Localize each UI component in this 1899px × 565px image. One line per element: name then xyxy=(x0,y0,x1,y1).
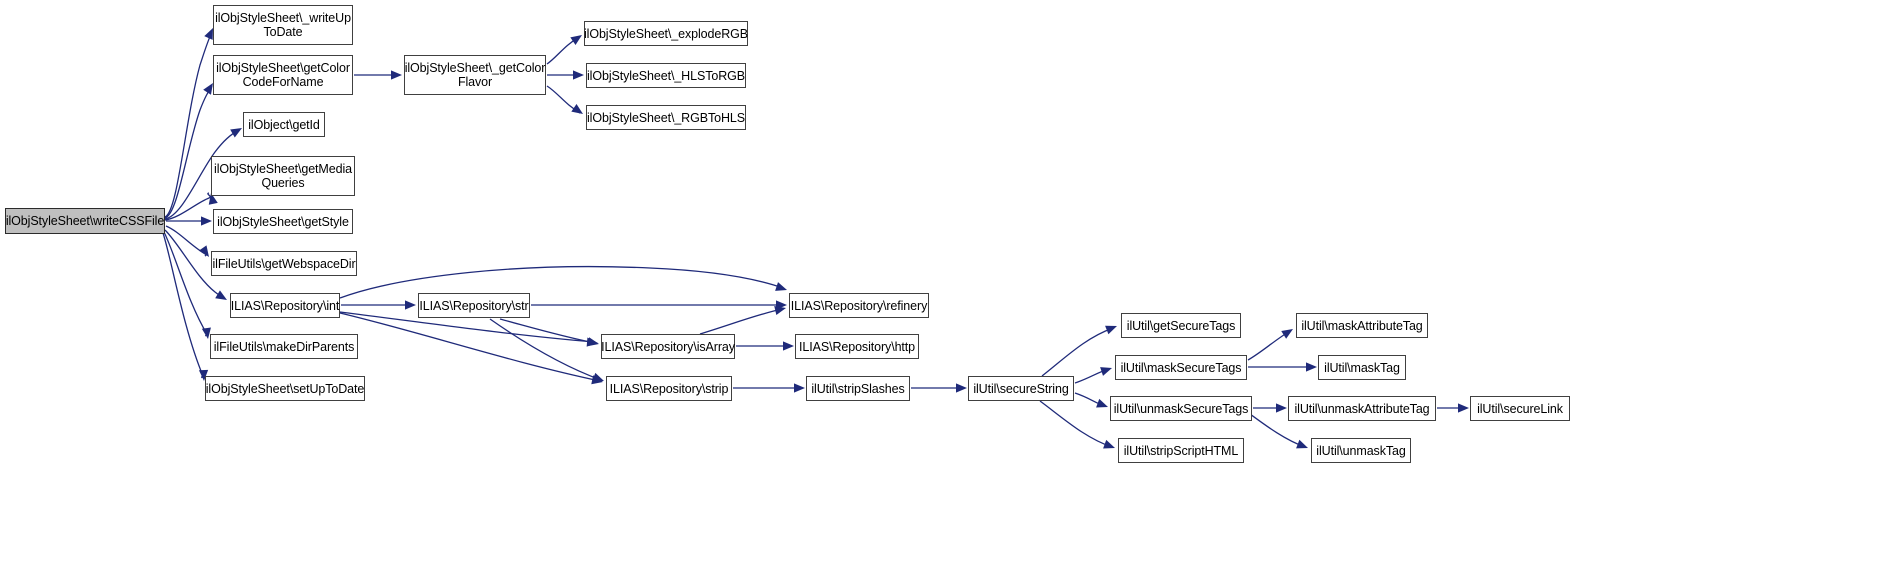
graph-node-setUpToDate[interactable]: ilObjStyleSheet\setUpToDate xyxy=(205,376,365,401)
edge-unmaskSecureTags-to-unmaskAttributeTag xyxy=(1253,403,1287,413)
edge-writeCSSFile-to-getMediaQueries xyxy=(164,192,218,221)
edge-secureString-to-maskSecureTags xyxy=(1074,367,1112,384)
graph-node-getWebspaceDir[interactable]: ilFileUtils\getWebspaceDir xyxy=(211,251,357,276)
graph-node-repoStrip[interactable]: ILIAS\Repository\strip xyxy=(606,376,732,401)
graph-node-unmaskSecureTags[interactable]: ilUtil\unmaskSecureTags xyxy=(1110,396,1252,421)
graph-node-getStyle[interactable]: ilObjStyleSheet\getStyle xyxy=(213,209,353,234)
edge-secureString-to-getSecureTags xyxy=(1041,325,1117,377)
graph-node-writeCSSFile[interactable]: ilObjStyleSheet\writeCSSFile xyxy=(5,208,165,234)
edge-unmaskAttributeTag-to-secureLink xyxy=(1437,403,1469,413)
edge-getColorFlavor-to-HLSToRGB xyxy=(547,70,584,80)
edge-repoStr-to-repoRefinery xyxy=(531,300,787,310)
graph-node-secureLink[interactable]: ilUtil\secureLink xyxy=(1470,396,1570,421)
edge-getColorCodeForName-to-getColorFlavor xyxy=(354,70,402,80)
graph-node-stripSlashes[interactable]: ilUtil\stripSlashes xyxy=(806,376,910,401)
graph-node-repoRefinery[interactable]: ILIAS\Repository\refinery xyxy=(789,293,929,318)
edge-writeCSSFile-to-writeUpToDate xyxy=(164,28,213,218)
edge-repoInt-to-repoStrip xyxy=(339,312,603,385)
edge-maskSecureTags-to-maskAttributeTag xyxy=(1247,329,1293,361)
edge-writeCSSFile-to-getWebspaceDir xyxy=(165,225,209,257)
edge-secureString-to-stripScriptHTML xyxy=(1039,400,1115,449)
edge-stripSlashes-to-secureString xyxy=(911,383,967,393)
edge-repoIsArray-to-repoRefinery xyxy=(699,306,786,335)
graph-node-RGBToHLS[interactable]: ilObjStyleSheet\_RGBToHLS xyxy=(586,105,746,130)
edge-repoStrip-to-stripSlashes xyxy=(733,383,805,393)
graph-node-HLSToRGB[interactable]: ilObjStyleSheet\_HLSToRGB xyxy=(586,63,746,88)
graph-node-maskSecureTags[interactable]: ilUtil\maskSecureTags xyxy=(1115,355,1247,380)
edge-repoStr-to-repoStrip xyxy=(489,318,604,382)
graph-node-unmaskTag[interactable]: ilUtil\unmaskTag xyxy=(1311,438,1411,463)
edge-getColorFlavor-to-explodeRGB xyxy=(546,35,582,65)
graph-node-getColorCodeForName[interactable]: ilObjStyleSheet\getColor CodeForName xyxy=(213,55,353,95)
graph-node-getSecureTags[interactable]: ilUtil\getSecureTags xyxy=(1121,313,1241,338)
graph-node-repoIsArray[interactable]: ILIAS\Repository\isArray xyxy=(601,334,735,359)
edge-writeCSSFile-to-getColorCodeForName xyxy=(164,83,213,219)
graph-node-unmaskAttributeTag[interactable]: ilUtil\unmaskAttributeTag xyxy=(1288,396,1436,421)
edge-repoStr-to-repoIsArray xyxy=(499,318,599,347)
edge-writeCSSFile-to-getStyle xyxy=(166,216,212,226)
graph-node-stripScriptHTML[interactable]: ilUtil\stripScriptHTML xyxy=(1118,438,1244,463)
graph-node-getColorFlavor[interactable]: ilObjStyleSheet\_getColor Flavor xyxy=(404,55,546,95)
graph-node-explodeRGB[interactable]: ilObjStyleSheet\_explodeRGB xyxy=(584,21,748,46)
graph-node-maskAttributeTag[interactable]: ilUtil\maskAttributeTag xyxy=(1296,313,1428,338)
edge-repoInt-to-repoRefinery xyxy=(339,265,787,299)
graph-node-getId[interactable]: ilObject\getId xyxy=(243,112,325,137)
edge-repoInt-to-repoStr xyxy=(341,300,416,310)
graph-node-writeUpToDate[interactable]: ilObjStyleSheet\_writeUp ToDate xyxy=(213,5,353,45)
edge-getColorFlavor-to-RGBToHLS xyxy=(546,85,583,114)
edge-writeCSSFile-to-makeDirParents xyxy=(163,231,211,339)
graph-node-repoInt[interactable]: ILIAS\Repository\int xyxy=(230,293,340,318)
graph-node-makeDirParents[interactable]: ilFileUtils\makeDirParents xyxy=(210,334,358,359)
graph-node-repoHttp[interactable]: ILIAS\Repository\http xyxy=(795,334,919,359)
graph-node-secureString[interactable]: ilUtil\secureString xyxy=(968,376,1074,401)
graph-node-getMediaQueries[interactable]: ilObjStyleSheet\getMedia Queries xyxy=(211,156,355,196)
edge-repoIsArray-to-repoHttp xyxy=(736,341,794,351)
graph-node-maskTag[interactable]: ilUtil\maskTag xyxy=(1318,355,1406,380)
edge-secureString-to-unmaskSecureTags xyxy=(1074,392,1108,408)
edge-maskSecureTags-to-maskTag xyxy=(1248,362,1317,372)
graph-node-repoStr[interactable]: ILIAS\Repository\str xyxy=(418,293,530,318)
edge-writeCSSFile-to-setUpToDate xyxy=(162,232,209,381)
